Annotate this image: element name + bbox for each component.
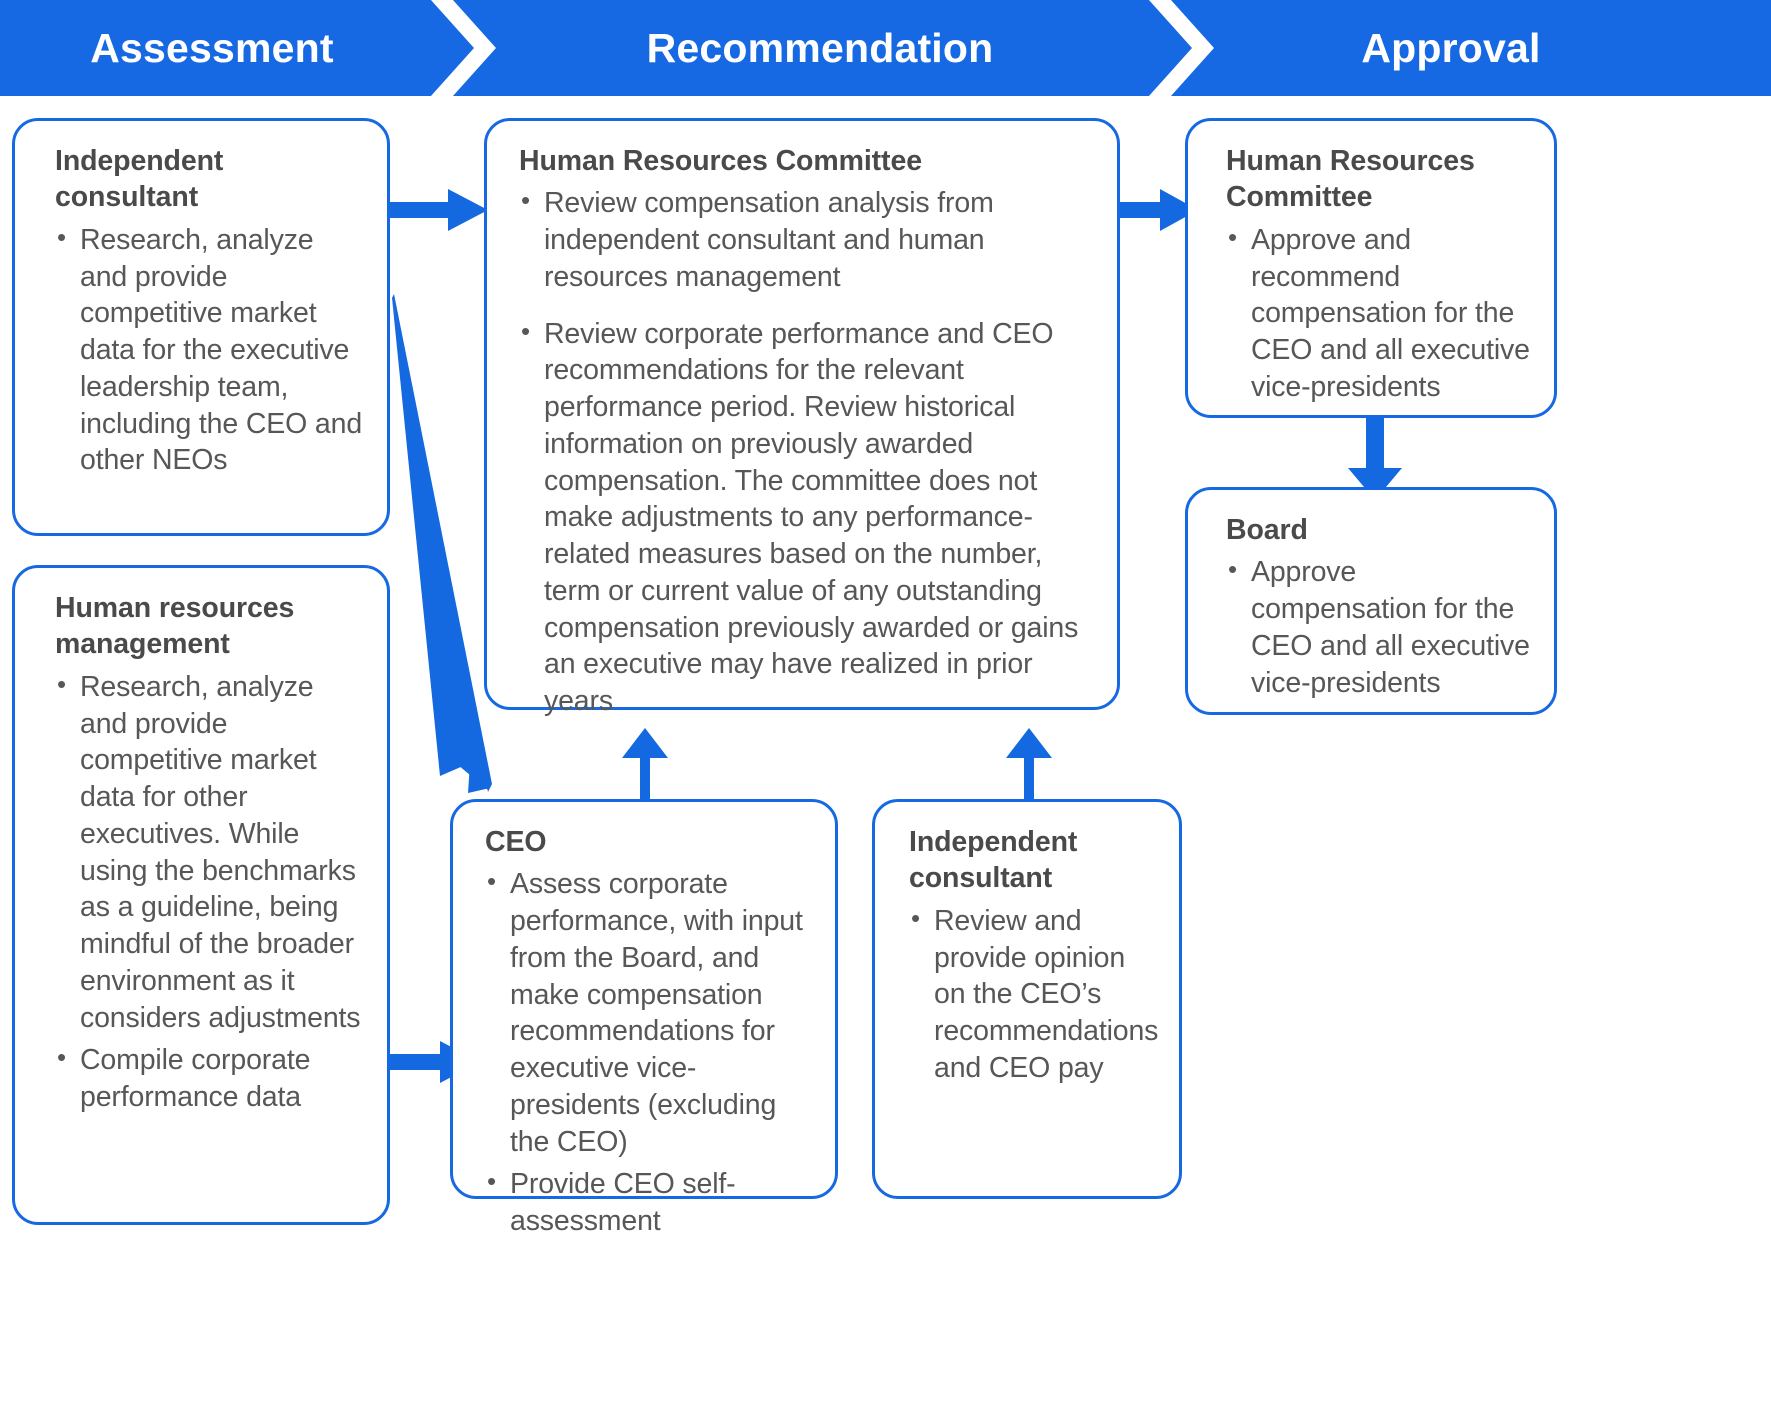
- stage-label-approval: Approval: [1361, 25, 1541, 71]
- chevron-right-icon: [1143, 0, 1214, 102]
- arrow-up-icon: [1006, 728, 1052, 810]
- stage-label-recommendation: Recommendation: [646, 25, 994, 71]
- list-item: Research, analyze and provide competitiv…: [55, 668, 363, 1037]
- arrow-up-icon: [622, 728, 668, 810]
- card-board[interactable]: Board Approve compensation for the CEO a…: [1185, 487, 1557, 715]
- card-bullet-list: Review and provide opinion on the CEO’s …: [909, 902, 1158, 1087]
- list-item: Provide CEO self-assessment: [485, 1165, 811, 1240]
- list-item: Approve compensation for the CEO and all…: [1226, 553, 1530, 701]
- card-title: Human resources management: [55, 592, 295, 661]
- card-title: Independent consultant: [55, 145, 224, 214]
- stage-label-assessment: Assessment: [90, 25, 334, 71]
- card-bullet-list: Research, analyze and provide competitiv…: [55, 221, 363, 479]
- list-item: Compile corporate performance data: [55, 1041, 363, 1116]
- card-bullet-list: Review compensation analysis from indepe…: [519, 184, 1093, 720]
- card-hr-committee-recommendation[interactable]: Human Resources Committee Review compens…: [484, 118, 1120, 717]
- card-bullet-list: Assess corporate performance, with input…: [485, 865, 811, 1240]
- card-hr-committee-approval[interactable]: Human Resources Committee Approve and re…: [1185, 118, 1557, 418]
- card-independent-consultant-assessment[interactable]: Independent consultant Research, analyze…: [12, 118, 390, 536]
- card-ceo[interactable]: CEO Assess corporate performance, with i…: [450, 799, 838, 1237]
- list-item: Review and provide opinion on the CEO’s …: [909, 902, 1158, 1087]
- card-title: Independent consultant: [909, 826, 1078, 895]
- card-bullet-list: Approve compensation for the CEO and all…: [1226, 553, 1530, 701]
- chevron-right-icon: [425, 0, 496, 102]
- card-hr-management[interactable]: Human resources management Research, ana…: [12, 565, 390, 1225]
- list-item: Research, analyze and provide competitiv…: [55, 221, 363, 479]
- stage-band: Assessment Recommendation Approval: [0, 0, 1771, 102]
- card-title: Human Resources Committee: [1226, 145, 1475, 214]
- list-item: Assess corporate performance, with input…: [485, 865, 811, 1160]
- card-bullet-list: Research, analyze and provide competitiv…: [55, 668, 363, 1116]
- card-bullet-list: Approve and recommend compensation for t…: [1226, 221, 1530, 406]
- card-title: CEO: [485, 826, 547, 858]
- card-title: Board: [1226, 514, 1308, 546]
- card-independent-consultant-review[interactable]: Independent consultant Review and provid…: [872, 799, 1182, 1199]
- card-title: Human Resources Committee: [519, 145, 922, 177]
- list-item: Review corporate performance and CEO rec…: [519, 315, 1093, 720]
- list-item: Approve and recommend compensation for t…: [1226, 221, 1530, 406]
- arrow-right-icon: [378, 189, 488, 231]
- list-item: Review compensation analysis from indepe…: [519, 184, 1093, 295]
